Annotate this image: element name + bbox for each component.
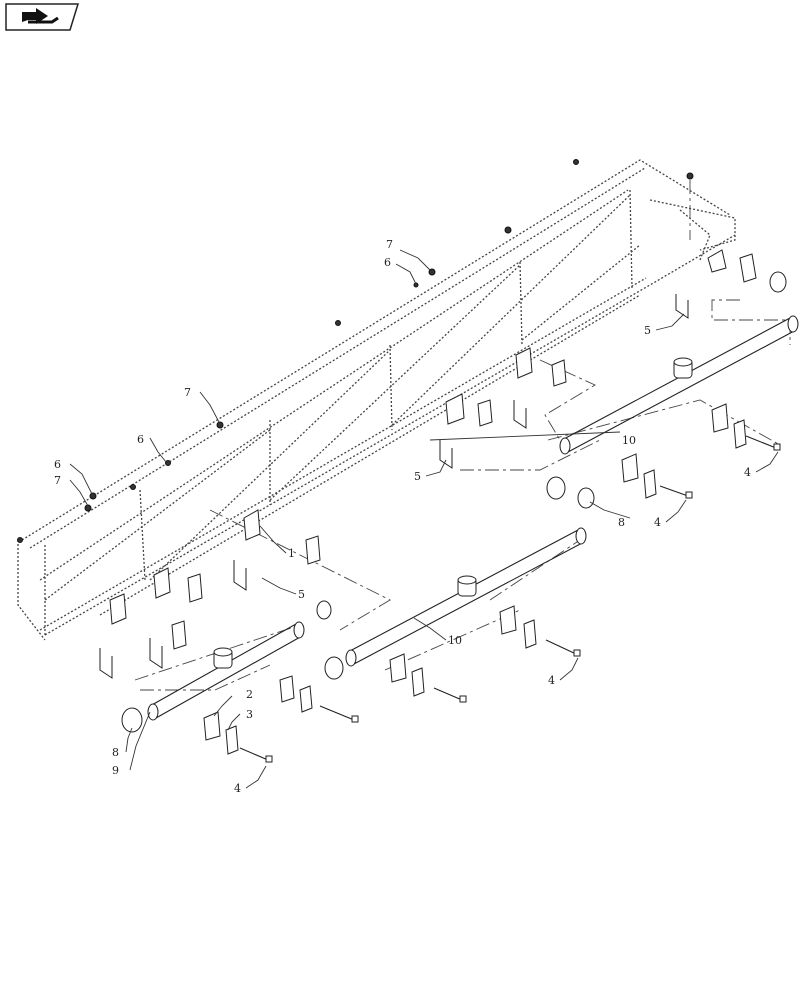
callout-4: 4: [548, 674, 555, 687]
pipe-middle: [345, 527, 587, 667]
callout-10: 10: [622, 434, 636, 447]
callout-9: 9: [112, 764, 119, 777]
clamp-hardware: [99, 249, 757, 755]
end-caps: [121, 271, 787, 733]
callout-labels: 7 6 7 6 6 7 5 5 5 1 10 8 10 4 4 4 4 2 3 …: [54, 238, 751, 795]
callout-4: 4: [234, 782, 241, 795]
callout-5: 5: [298, 588, 305, 601]
pipe-left: [147, 621, 305, 721]
bolts: [239, 435, 781, 763]
callout-1: 1: [288, 547, 295, 560]
callout-7: 7: [386, 238, 393, 251]
callout-8: 8: [112, 746, 119, 759]
callout-4: 4: [654, 516, 661, 529]
callout-5: 5: [414, 470, 421, 483]
callout-3: 3: [246, 708, 253, 721]
callout-4: 4: [744, 466, 751, 479]
callout-10: 10: [448, 634, 462, 647]
callout-7: 7: [54, 474, 61, 487]
callout-6: 6: [137, 433, 144, 446]
assembly-lines: [134, 180, 791, 691]
page-turn-icon[interactable]: [5, 3, 80, 31]
boom-frame: [17, 159, 736, 641]
callout-6: 6: [54, 458, 61, 471]
frame-fasteners: [17, 159, 694, 543]
callout-7: 7: [184, 386, 191, 399]
callout-2: 2: [246, 688, 253, 701]
pipe-right: [559, 315, 799, 455]
callout-8: 8: [618, 516, 625, 529]
leader-lines: [69, 249, 779, 789]
callout-6: 6: [384, 256, 391, 269]
callout-5: 5: [644, 324, 651, 337]
